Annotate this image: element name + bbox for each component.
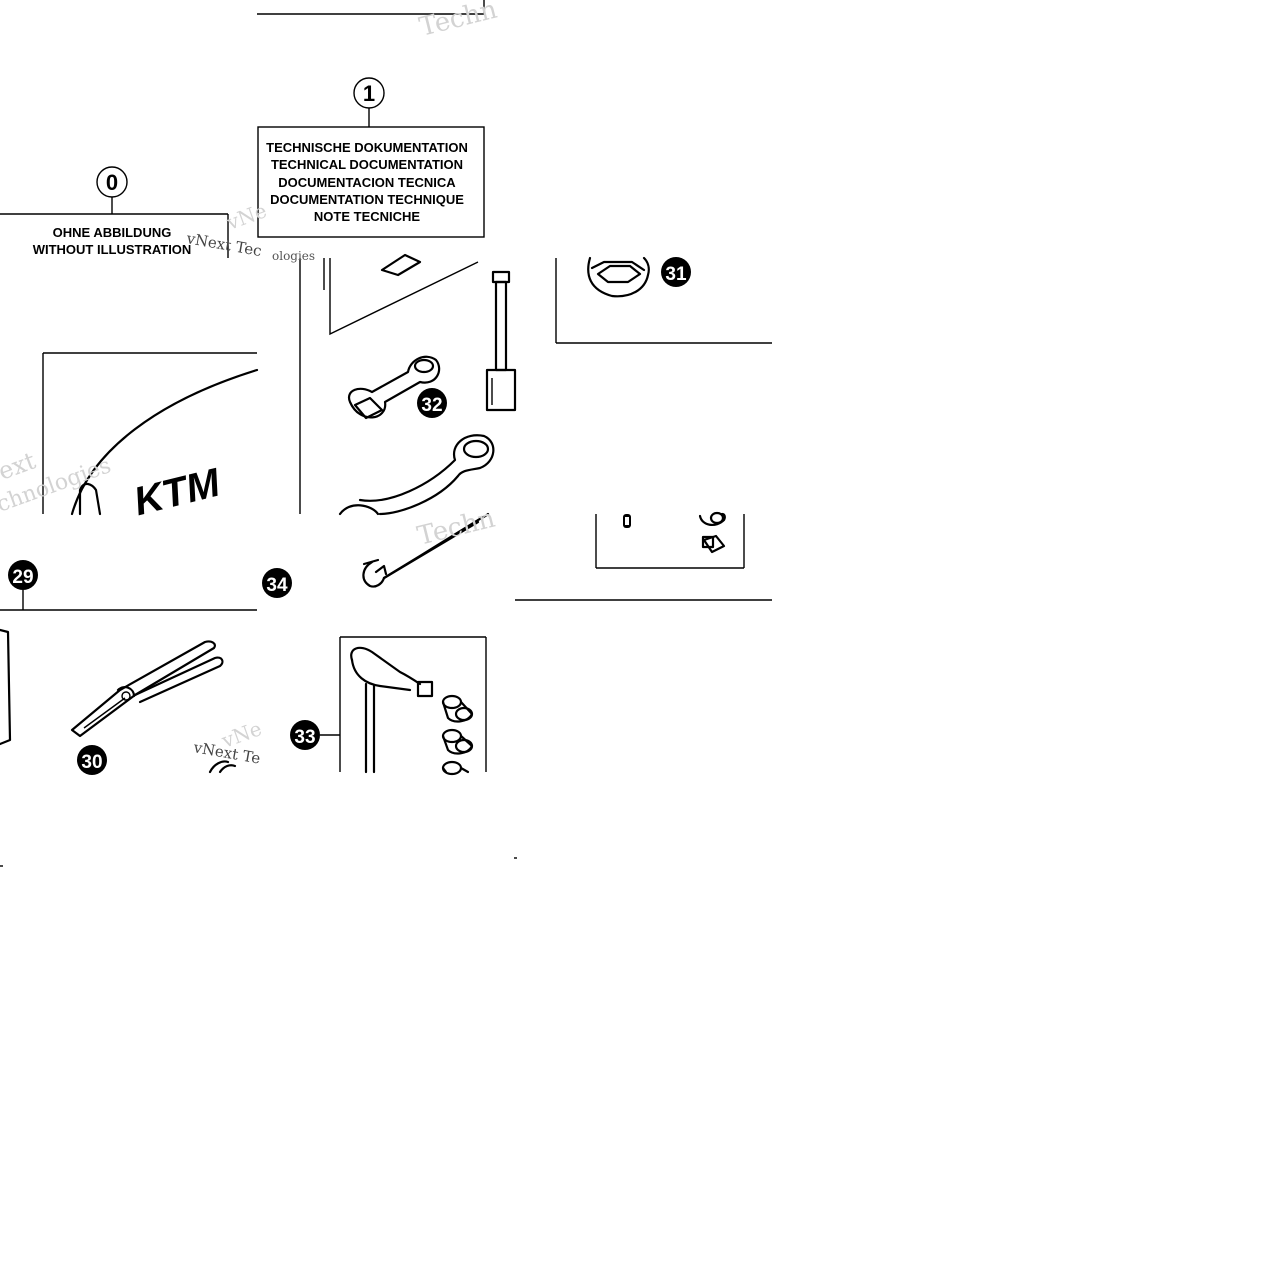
technical-documentation-box: TECHNISCHE DOKUMENTATION TECHNICAL DOCUM… — [257, 126, 485, 238]
without-illustration-label-en: WITHOUT ILLUSTRATION — [33, 242, 192, 257]
callout-33: 33 — [290, 720, 340, 750]
top-box-remnant — [257, 0, 485, 15]
pin-spanner-area — [555, 256, 772, 344]
callout-29-number: 29 — [12, 567, 33, 588]
t-handle-socket-set — [339, 636, 487, 776]
callout-30: 30 — [77, 745, 107, 775]
callout-1-number: 1 — [363, 81, 375, 106]
socket-2 — [441, 728, 474, 755]
callout-1: 1 — [353, 77, 385, 127]
doc-label-fr: DOCUMENTATION TECHNIQUE — [270, 192, 464, 207]
without-illustration-label-de: OHNE ABBILDUNG — [53, 225, 172, 240]
watermark-techn-mid: Techn — [414, 504, 498, 552]
tool-pouch-edge — [0, 628, 12, 746]
callout-30-number: 30 — [81, 752, 102, 773]
callout-31: 31 — [661, 257, 691, 287]
owner-manual-illustration: KTM — [42, 352, 259, 524]
doc-label-it: NOTE TECNICHE — [314, 209, 421, 224]
watermark-techn-top: Techn — [416, 0, 500, 43]
callout-33-number: 33 — [294, 727, 315, 748]
callout-34: 34 — [262, 568, 292, 598]
callout-34-number: 34 — [266, 575, 288, 596]
small-parts-box — [595, 511, 745, 569]
pliers — [70, 640, 224, 738]
doc-label-es: DOCUMENTACION TECNICA — [278, 175, 456, 190]
callout-29: 29 — [0, 560, 257, 611]
socket-3 — [441, 760, 470, 776]
callout-32: 32 — [417, 388, 447, 418]
callout-0: 0 — [96, 166, 128, 214]
watermark-ologies: ologies — [272, 249, 315, 263]
doc-label-de: TECHNISCHE DOKUMENTATION — [266, 140, 468, 155]
without-illustration-box: OHNE ABBILDUNG WITHOUT ILLUSTRATION — [0, 213, 229, 258]
callout-31-number: 31 — [665, 264, 687, 285]
callout-32-number: 32 — [421, 395, 442, 416]
bent-ring-spanner — [338, 434, 495, 516]
tool-bag-frame — [299, 253, 479, 514]
callout-0-number: 0 — [106, 170, 118, 195]
tool-fragment-bottom-left — [208, 760, 237, 774]
ktm-logo: KTM — [129, 460, 225, 524]
watermarks: Techn vNext Tec vNe ologies ext chnologi… — [0, 0, 500, 768]
watermark-vne-top: vNe — [223, 198, 270, 235]
ring-spanner — [347, 355, 441, 420]
socket-extension-bar — [485, 270, 517, 412]
socket-1 — [441, 694, 474, 723]
doc-label-en: TECHNICAL DOCUMENTATION — [271, 157, 463, 172]
open-end-wrench — [362, 512, 490, 588]
watermark-vnext-tec: vNext Tec — [184, 229, 263, 260]
